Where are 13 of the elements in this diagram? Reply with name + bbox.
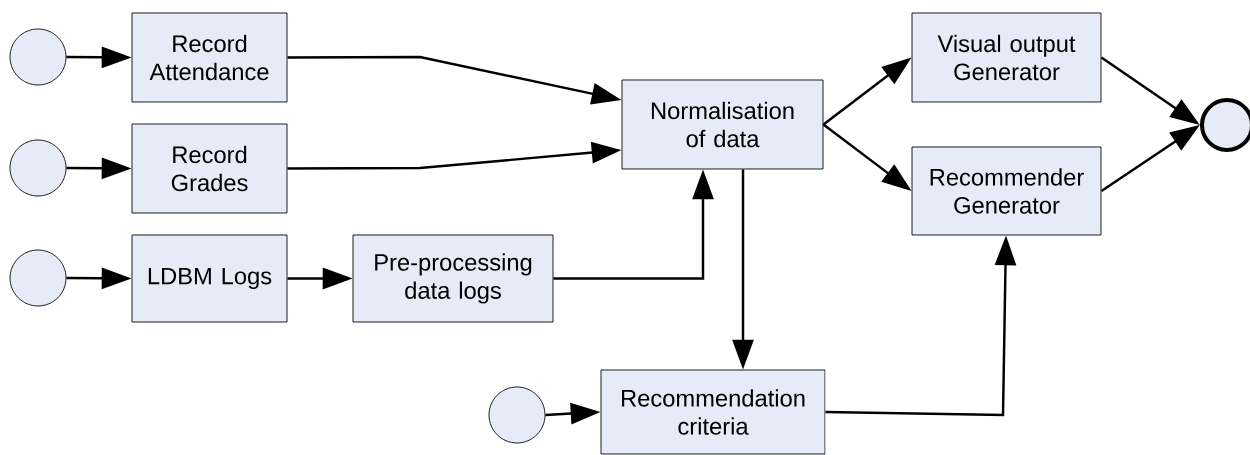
- start-circle: [9, 28, 67, 86]
- start-circle: [488, 386, 546, 444]
- end-circle: [1200, 97, 1250, 152]
- start-circle: [9, 249, 67, 307]
- start-circle: [9, 139, 67, 197]
- process-box: LDBM Logs: [131, 234, 288, 323]
- process-box: Normalisation of data: [621, 79, 824, 170]
- process-box: Record Grades: [131, 123, 288, 214]
- process-box: Recommender Generator: [911, 146, 1102, 236]
- process-box: Visual output Generator: [911, 12, 1102, 103]
- process-box: Recommendation criteria: [600, 369, 826, 455]
- process-box: Record Attendance: [131, 12, 288, 103]
- process-box: Pre-processing data logs: [352, 234, 554, 323]
